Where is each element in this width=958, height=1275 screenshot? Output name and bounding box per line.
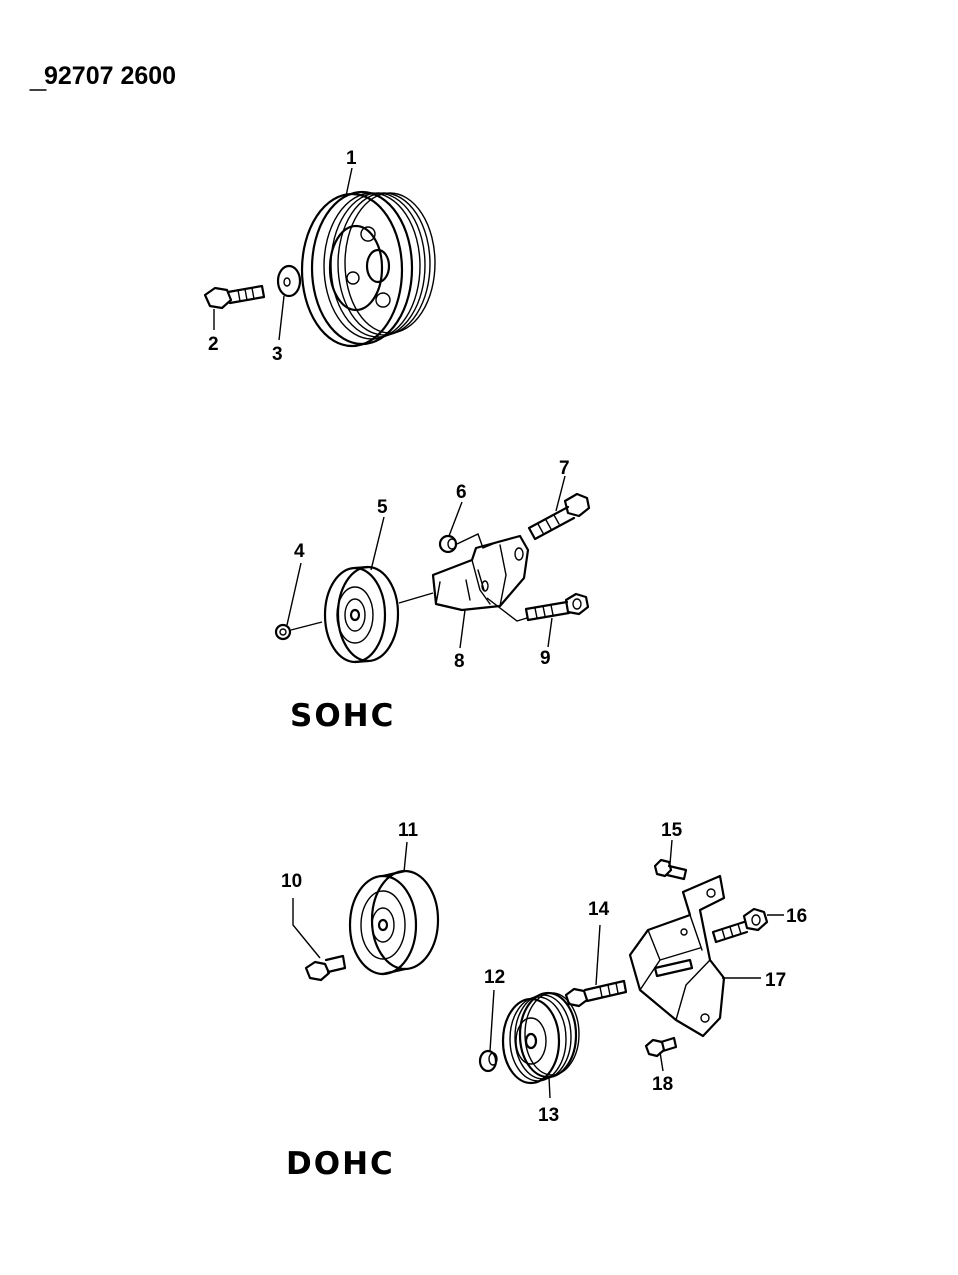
guide-5-8 [398, 592, 434, 604]
crankshaft-pulley-part-1 [300, 190, 436, 348]
callout-2: 2 [208, 334, 219, 355]
callout-11: 11 [398, 820, 419, 841]
callout-8: 8 [454, 651, 465, 672]
leader-9 [547, 617, 553, 648]
bracket-part-17 [628, 874, 726, 1038]
section-label-sohc: SOHC [290, 698, 395, 734]
callout-17: 17 [765, 970, 786, 991]
bolt-part-14 [564, 979, 628, 1008]
bolt-part-18 [644, 1036, 678, 1058]
callout-14: 14 [588, 899, 610, 920]
leader-8 [459, 609, 466, 649]
callout-1: 1 [346, 148, 357, 169]
idler-pulley-part-5 [323, 565, 400, 664]
callout-18: 18 [652, 1074, 673, 1095]
callout-4: 4 [294, 541, 305, 562]
callout-3: 3 [272, 344, 283, 365]
leader-14 [595, 924, 601, 986]
leader-1 [345, 167, 353, 197]
guide-8-9 [486, 597, 528, 622]
bolt-part-9 [524, 592, 590, 622]
bolt-part-16 [711, 907, 769, 944]
leader-4 [286, 562, 302, 626]
callout-15: 15 [661, 820, 683, 841]
leader-12 [489, 989, 495, 1052]
leader-6 [448, 501, 463, 537]
callout-13: 13 [538, 1105, 559, 1126]
bracket-part-8 [431, 534, 530, 612]
callout-16: 16 [786, 906, 807, 927]
callout-5: 5 [377, 497, 388, 518]
leader-3 [278, 295, 285, 341]
bolt-part-15 [653, 858, 688, 881]
leader-15 [669, 839, 673, 865]
leader-10 [292, 898, 321, 959]
bolt-part-10 [304, 954, 347, 982]
leader-13 [548, 1076, 551, 1099]
washer-part-3 [276, 264, 302, 298]
idler-pulley-part-11 [348, 869, 440, 976]
section-label-dohc: DOHC [286, 1146, 395, 1182]
document-number: 92707 2600 [44, 62, 176, 90]
leader-7 [555, 475, 566, 512]
bolt-part-7 [527, 492, 591, 541]
bolt-part-2 [203, 284, 266, 310]
leader-11 [403, 841, 408, 873]
guide-4-5 [290, 621, 323, 631]
guide-6-8 [456, 533, 501, 549]
callout-6: 6 [456, 482, 467, 503]
grooved-pulley-part-13 [501, 991, 580, 1085]
leader-5 [370, 516, 385, 571]
leader-18 [659, 1051, 664, 1072]
nut-part-4 [274, 623, 292, 641]
callout-10: 10 [281, 871, 302, 892]
callout-7: 7 [559, 458, 570, 479]
callout-12: 12 [484, 967, 505, 988]
nut-part-6 [438, 534, 458, 554]
nut-part-12 [478, 1049, 498, 1073]
callout-9: 9 [540, 648, 551, 669]
